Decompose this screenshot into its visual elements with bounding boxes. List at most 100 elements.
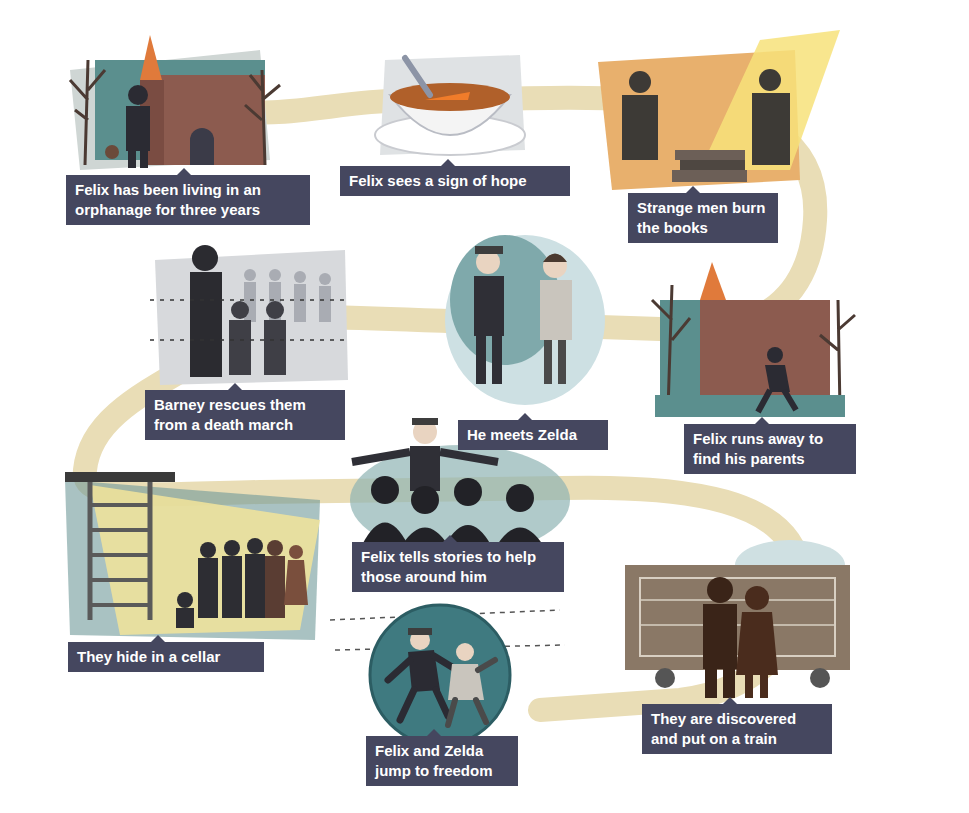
book-burning-scene-part bbox=[752, 93, 790, 165]
freedom-scene bbox=[330, 605, 565, 745]
event-caption: Felix and Zelda jump to freedom bbox=[366, 736, 518, 786]
cellar-scene-part-part bbox=[198, 558, 218, 618]
zelda-scene-part bbox=[445, 235, 605, 405]
cellar-scene-part-part bbox=[200, 542, 216, 558]
death-march-scene-part bbox=[190, 272, 222, 377]
event-caption: Felix sees a sign of hope bbox=[340, 166, 570, 196]
death-march-scene-part bbox=[244, 269, 331, 322]
train-scene bbox=[625, 540, 850, 698]
freedom-scene-part bbox=[370, 605, 510, 745]
caption-pointer bbox=[427, 729, 441, 736]
death-march-scene-part-part bbox=[319, 273, 331, 285]
book-burning-scene-part bbox=[675, 150, 745, 160]
death-march-scene-part-part bbox=[294, 271, 306, 283]
caption-pointer bbox=[686, 186, 700, 193]
death-march-scene-part bbox=[266, 301, 284, 319]
orphanage-scene bbox=[70, 35, 280, 170]
zelda-scene-part bbox=[543, 254, 567, 278]
zelda-scene-part bbox=[543, 254, 567, 263]
stories-scene-part-part bbox=[371, 476, 399, 504]
death-march-scene-part-part bbox=[319, 286, 331, 322]
orphanage-scene-part bbox=[126, 106, 150, 151]
event-caption: They are discovered and put on a train bbox=[642, 704, 832, 754]
train-scene-part bbox=[745, 675, 753, 698]
caption-pointer bbox=[177, 168, 191, 175]
cellar-scene-part bbox=[90, 505, 150, 605]
caption-text: Felix has been living in an orphanage fo… bbox=[75, 180, 301, 220]
death-march-scene-part-part bbox=[269, 269, 281, 281]
caption-text: They hide in a cellar bbox=[77, 647, 255, 667]
caption-pointer bbox=[443, 535, 457, 542]
event-caption: Felix runs away to find his parents bbox=[684, 424, 856, 474]
stories-scene-part bbox=[352, 452, 498, 462]
orphanage-scene-part bbox=[128, 150, 136, 168]
stories-scene-part-part bbox=[411, 486, 439, 514]
train-scene-part bbox=[640, 600, 835, 625]
orphanage-scene-part bbox=[245, 70, 280, 165]
runaway-scene bbox=[652, 262, 855, 417]
train-scene-part bbox=[736, 612, 778, 675]
cellar-scene-part-part bbox=[222, 556, 242, 618]
stories-scene-part-part bbox=[506, 484, 534, 512]
caption-pointer bbox=[441, 159, 455, 166]
death-march-scene-part bbox=[229, 320, 251, 375]
runaway-scene-part bbox=[700, 262, 726, 300]
cellar-scene bbox=[65, 472, 320, 640]
zelda-scene-part bbox=[558, 340, 566, 384]
event-caption: Felix tells stories to help those around… bbox=[352, 542, 564, 592]
book-burning-scene bbox=[598, 30, 840, 190]
cellar-scene-part bbox=[267, 540, 283, 556]
death-march-scene bbox=[150, 245, 350, 385]
book-burning-scene-part bbox=[680, 160, 745, 170]
caption-text: Barney rescues them from a death march bbox=[154, 395, 336, 435]
caption-text: Felix runs away to find his parents bbox=[693, 429, 847, 469]
train-scene-part bbox=[745, 586, 769, 610]
train-scene-part bbox=[707, 577, 733, 603]
freedom-scene-part bbox=[448, 660, 495, 725]
runaway-scene-part bbox=[700, 300, 830, 395]
runaway-scene-part bbox=[767, 347, 783, 363]
stories-scene-part bbox=[362, 476, 543, 545]
orphanage-scene-part bbox=[128, 85, 148, 105]
event-caption: Barney rescues them from a death march bbox=[145, 390, 345, 440]
train-scene-part bbox=[810, 668, 830, 688]
caption-pointer bbox=[755, 417, 769, 424]
orphanage-scene-part bbox=[70, 50, 270, 170]
freedom-scene-part bbox=[370, 605, 510, 745]
orphanage-scene-part bbox=[105, 145, 119, 159]
caption-text: Strange men burn the books bbox=[637, 198, 769, 238]
runaway-scene-part bbox=[652, 285, 690, 410]
train-scene-part bbox=[655, 668, 675, 688]
book-burning-scene-part bbox=[622, 95, 658, 160]
cellar-scene-part bbox=[289, 545, 303, 559]
train-scene-part bbox=[703, 604, 737, 669]
cellar-scene-part-part bbox=[177, 592, 193, 608]
orphanage-scene-part bbox=[190, 128, 214, 165]
cellar-scene-part bbox=[284, 560, 308, 605]
event-caption: They hide in a cellar bbox=[68, 642, 264, 672]
cellar-scene-part-part bbox=[247, 538, 263, 554]
caption-pointer bbox=[151, 635, 165, 642]
caption-text: Felix tells stories to help those around… bbox=[361, 547, 555, 587]
zelda-scene-part bbox=[474, 276, 504, 336]
train-scene-part bbox=[705, 668, 717, 698]
stories-scene-part bbox=[350, 445, 570, 555]
cellar-scene-part bbox=[176, 538, 265, 628]
zelda-scene-part bbox=[476, 336, 486, 384]
cellar-scene-part-part bbox=[245, 554, 265, 618]
caption-pointer bbox=[228, 383, 242, 390]
caption-text: They are discovered and put on a train bbox=[651, 709, 823, 749]
cellar-scene-part-part bbox=[176, 608, 194, 628]
event-caption: Strange men burn the books bbox=[628, 193, 778, 243]
orphanage-scene-part bbox=[140, 35, 162, 80]
zelda-scene bbox=[445, 235, 605, 405]
book-burning-scene-part bbox=[700, 30, 840, 170]
book-burning-scene-part bbox=[672, 170, 747, 182]
caption-text: He meets Zelda bbox=[467, 425, 599, 445]
event-caption: He meets Zelda bbox=[458, 420, 608, 450]
caption-text: Felix and Zelda jump to freedom bbox=[375, 741, 509, 781]
stories-scene-part bbox=[410, 446, 440, 491]
death-march-scene-part bbox=[264, 320, 286, 375]
cellar-scene-part bbox=[65, 472, 175, 482]
